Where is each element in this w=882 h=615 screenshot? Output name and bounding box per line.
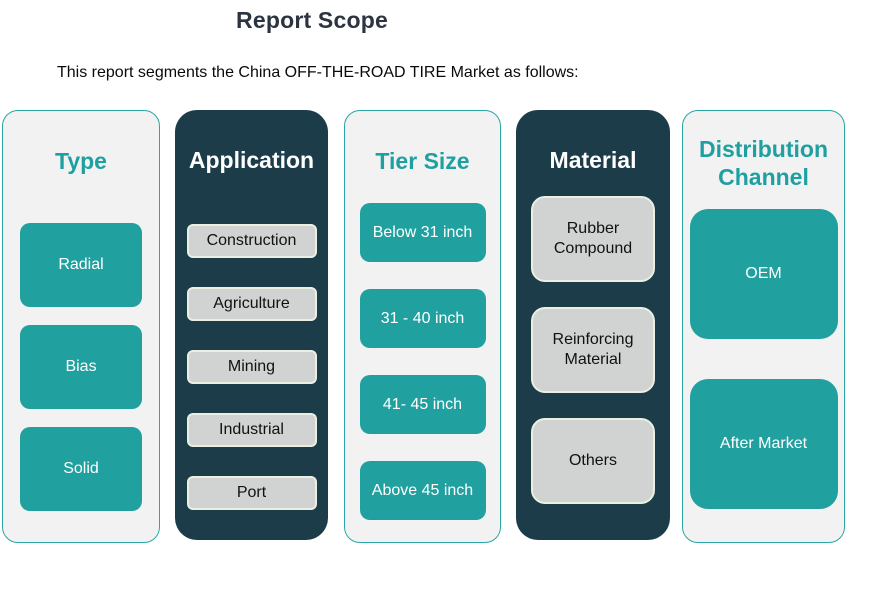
segmentation-columns: Type Radial Bias Solid Application Const… (0, 110, 882, 555)
segment-item-after-market: After Market (689, 379, 838, 509)
column-type-title: Type (55, 148, 107, 174)
segment-item-mining: Mining (186, 350, 317, 384)
column-material: Material Rubber Compound Reinforcing Mat… (516, 110, 670, 540)
column-application: Application Construction Agriculture Min… (175, 110, 328, 540)
column-material-title: Material (549, 147, 637, 173)
segment-item-industrial: Industrial (186, 413, 317, 447)
segment-item-above-45-inch: Above 45 inch (359, 461, 486, 520)
column-tier-size: Tier Size Below 31 inch 31 - 40 inch 41-… (344, 110, 501, 543)
segment-item-31-40-inch: 31 - 40 inch (359, 289, 486, 348)
segment-item-solid: Solid (20, 427, 142, 511)
segment-item-radial: Radial (20, 223, 142, 307)
column-distribution-channel: Distribution Channel OEM After Market (682, 110, 845, 543)
segment-item-below-31-inch: Below 31 inch (359, 203, 486, 262)
segment-item-bias: Bias (20, 325, 142, 409)
segment-item-41-45-inch: 41- 45 inch (359, 375, 486, 434)
segment-item-rubber-compound: Rubber Compound (531, 196, 655, 282)
segment-item-agriculture: Agriculture (186, 287, 317, 321)
column-application-title: Application (188, 147, 315, 173)
segment-item-oem: OEM (689, 209, 838, 339)
subtitle: This report segments the China OFF-THE-R… (57, 64, 579, 81)
column-type: Type Radial Bias Solid (2, 110, 160, 543)
segment-item-reinforcing-material: Reinforcing Material (531, 307, 655, 393)
segment-item-construction: Construction (186, 224, 317, 258)
column-tier-size-title: Tier Size (375, 148, 470, 174)
column-distribution-channel-title: Distribution Channel (698, 136, 829, 190)
page-title: Report Scope (236, 7, 388, 33)
segment-item-port: Port (186, 476, 317, 510)
segment-item-others: Others (531, 418, 655, 504)
